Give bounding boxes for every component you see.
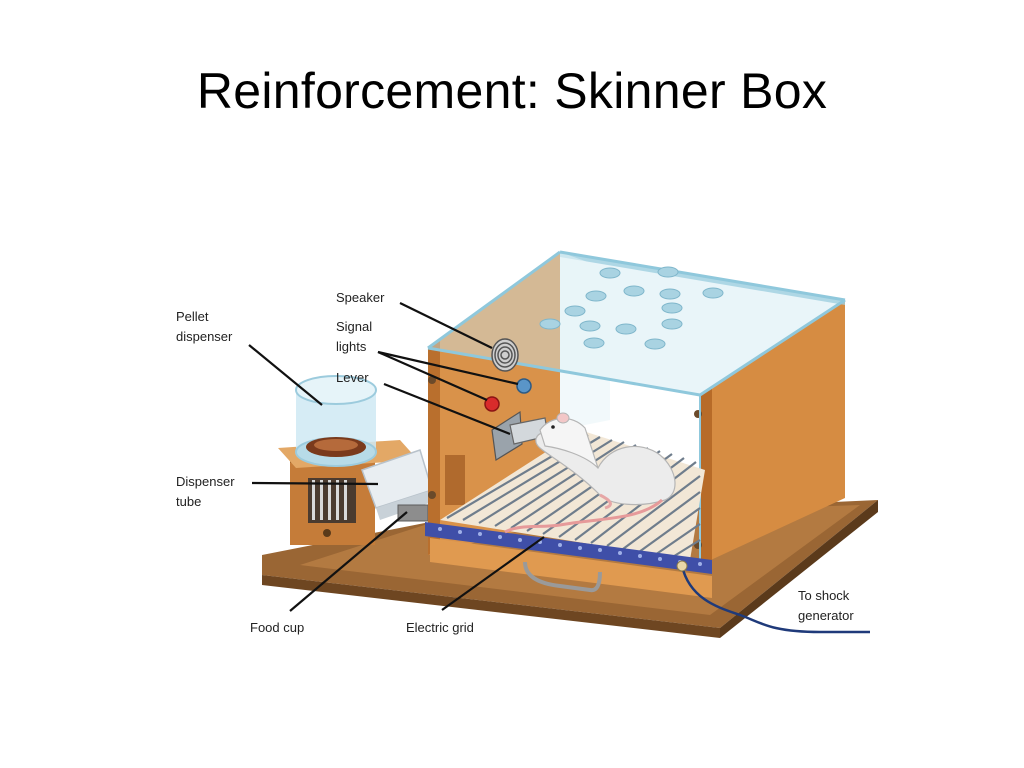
slide-title: Reinforcement: Skinner Box bbox=[196, 63, 828, 119]
label-signal-lights-line1: Signal bbox=[336, 319, 372, 334]
leader-lines bbox=[248, 302, 545, 612]
label-shock-line1: To shock bbox=[798, 588, 850, 603]
glass-enclosure bbox=[427, 250, 846, 565]
drawer bbox=[430, 538, 712, 598]
label-pellet-dispenser-line2: dispenser bbox=[176, 329, 233, 344]
label-signal-lights-line2: lights bbox=[336, 339, 367, 354]
grid-terminal bbox=[676, 560, 688, 572]
label-electric-grid: Electric grid bbox=[406, 620, 474, 635]
shock-cable bbox=[680, 565, 870, 634]
signal-light-blue bbox=[516, 378, 532, 394]
label-lever: Lever bbox=[336, 370, 369, 385]
rat bbox=[504, 412, 676, 534]
label-pellet-dispenser-line1: Pellet bbox=[176, 309, 209, 324]
speaker bbox=[491, 338, 519, 372]
label-dispenser-tube-line2: tube bbox=[176, 494, 201, 509]
label-speaker: Speaker bbox=[336, 290, 385, 305]
label-shock-line2: generator bbox=[798, 608, 854, 623]
food-cup bbox=[397, 504, 429, 522]
lid-holes bbox=[539, 266, 724, 350]
label-dispenser-tube-line1: Dispenser bbox=[176, 474, 235, 489]
pellet-dispenser bbox=[295, 375, 377, 467]
label-food-cup: Food cup bbox=[250, 620, 304, 635]
signal-light-red bbox=[484, 396, 500, 412]
